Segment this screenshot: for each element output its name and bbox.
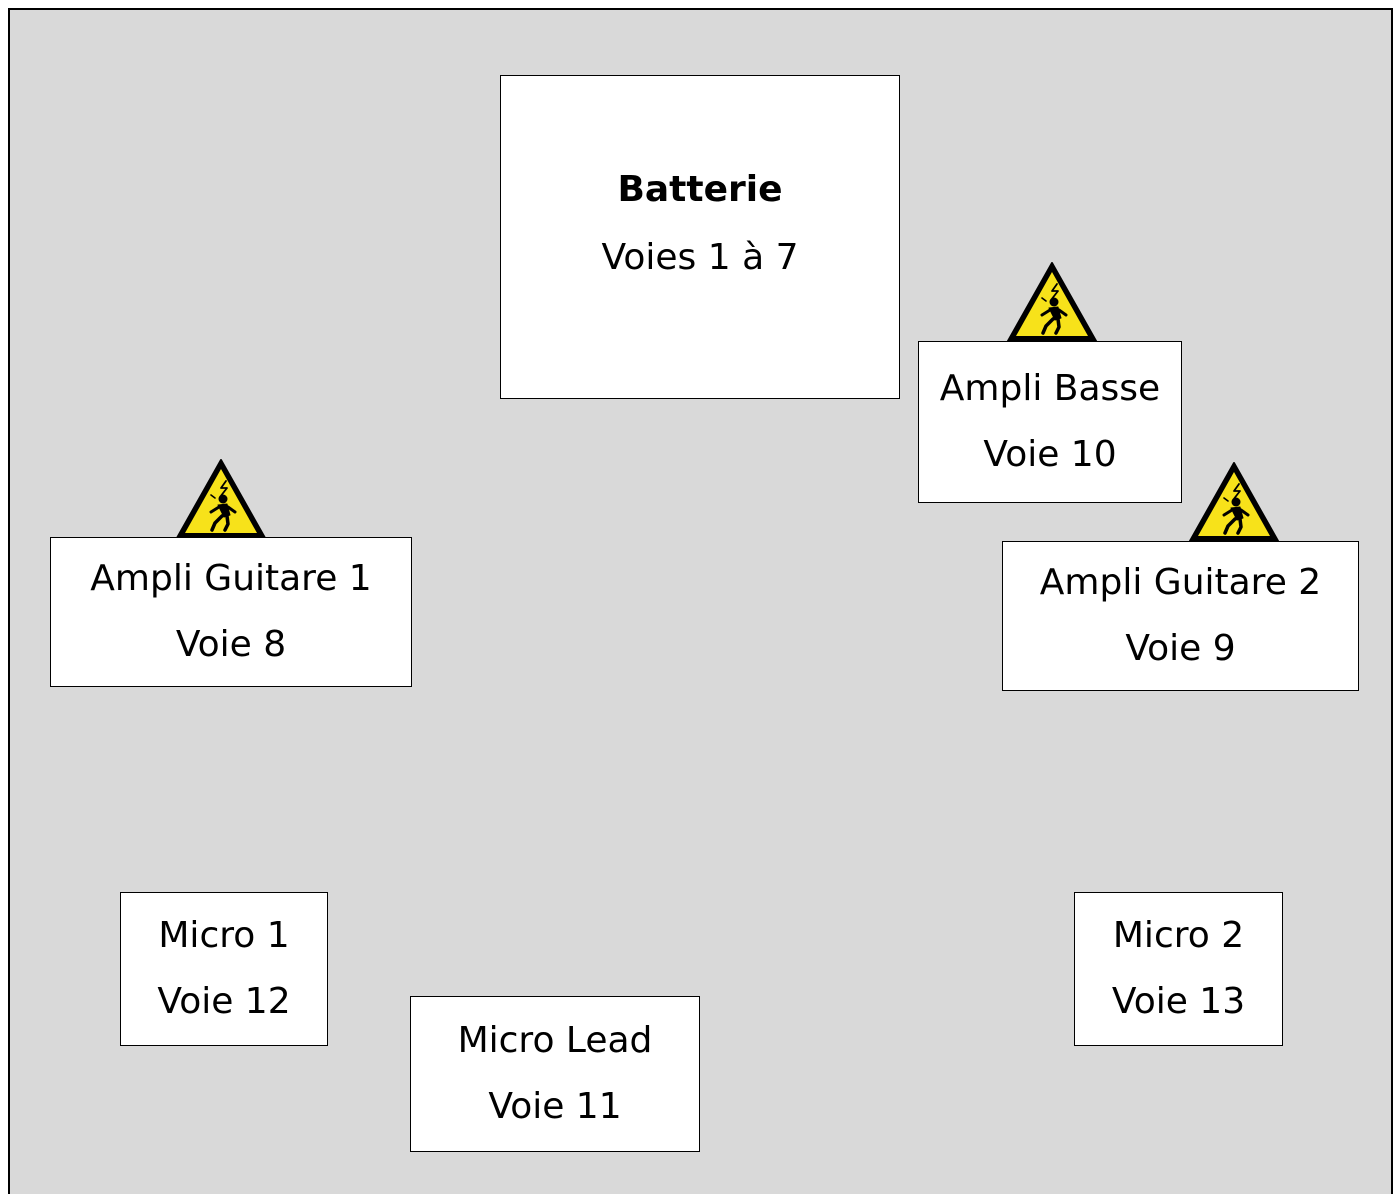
mic-lead-title: Micro Lead — [457, 1020, 653, 1061]
drums-title: Batterie — [617, 169, 783, 210]
mic-1-channel: Voie 12 — [157, 981, 291, 1022]
bass-amp-box: Ampli Basse Voie 10 — [918, 341, 1182, 503]
drums-channel: Voies 1 à 7 — [601, 237, 799, 278]
drums-box: Batterie Voies 1 à 7 — [500, 75, 900, 399]
stage-plot: Batterie Voies 1 à 7 Ampli Basse Voie 10 — [8, 8, 1393, 1194]
mic-2-channel: Voie 13 — [1111, 981, 1246, 1022]
bass-amp-title: Ampli Basse — [939, 368, 1161, 409]
mic-1-title: Micro 1 — [158, 915, 290, 956]
guitar-amp-2-title: Ampli Guitare 2 — [1039, 562, 1322, 603]
electric-shock-warning-icon — [1187, 460, 1281, 544]
guitar-amp-2-channel: Voie 9 — [1125, 628, 1236, 669]
bass-amp-channel: Voie 10 — [983, 434, 1117, 475]
mic-2-box: Micro 2 Voie 13 — [1074, 892, 1283, 1046]
guitar-amp-2-box: Ampli Guitare 2 Voie 9 — [1002, 541, 1359, 691]
guitar-amp-1-channel: Voie 8 — [175, 624, 287, 665]
mic-1-box: Micro 1 Voie 12 — [120, 892, 328, 1046]
mic-2-title: Micro 2 — [1112, 915, 1245, 956]
guitar-amp-1-box: Ampli Guitare 1 Voie 8 — [50, 537, 412, 687]
electric-shock-warning-icon — [1005, 260, 1099, 344]
mic-lead-box: Micro Lead Voie 11 — [410, 996, 700, 1152]
electric-shock-warning-icon — [174, 457, 268, 541]
guitar-amp-1-title: Ampli Guitare 1 — [90, 558, 372, 599]
mic-lead-channel: Voie 11 — [488, 1086, 622, 1127]
